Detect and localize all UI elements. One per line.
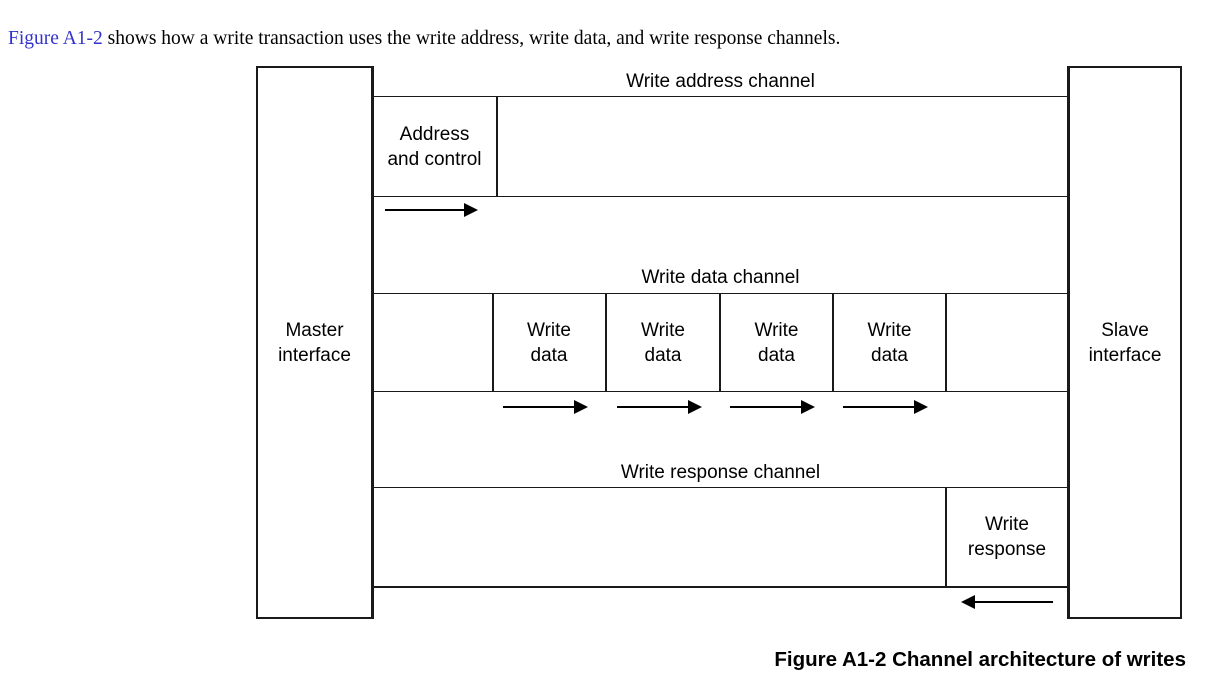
figure-reference-link[interactable]: Figure A1-2 <box>8 27 103 49</box>
left-rail-line <box>372 66 374 619</box>
write-data-cell-divider-5 <box>945 293 947 392</box>
write-data-cell-divider-1 <box>492 293 494 392</box>
write-response-channel-band <box>372 487 1069 587</box>
right-rail-line <box>1067 66 1069 619</box>
write-response-cell-divider <box>945 487 947 587</box>
write-address-cell-divider <box>496 96 498 197</box>
slave-interface-box <box>1068 66 1182 619</box>
bottom-connector-line <box>372 586 1069 588</box>
write-data-cell-divider-4 <box>832 293 834 392</box>
write-data-channel-title: Write data channel <box>641 267 800 288</box>
write-data-cell-divider-2 <box>605 293 607 392</box>
intro-paragraph-text: shows how a write transaction uses the w… <box>102 27 841 49</box>
write-response-channel-title: Write response channel <box>620 462 821 483</box>
master-interface-box <box>256 66 373 619</box>
write-address-channel-title: Write address channel <box>626 71 815 92</box>
figure-channel-architecture-of-writes: Master interface Slave interface Write a… <box>256 66 1182 619</box>
write-address-channel-band <box>372 96 1069 197</box>
figure-caption: Figure A1-2 Channel architecture of writ… <box>774 648 1186 671</box>
intro-paragraph: Figure A1-2 shows how a write transactio… <box>8 26 1218 52</box>
write-data-cell-divider-3 <box>719 293 721 392</box>
write-data-channel-band <box>372 293 1069 392</box>
